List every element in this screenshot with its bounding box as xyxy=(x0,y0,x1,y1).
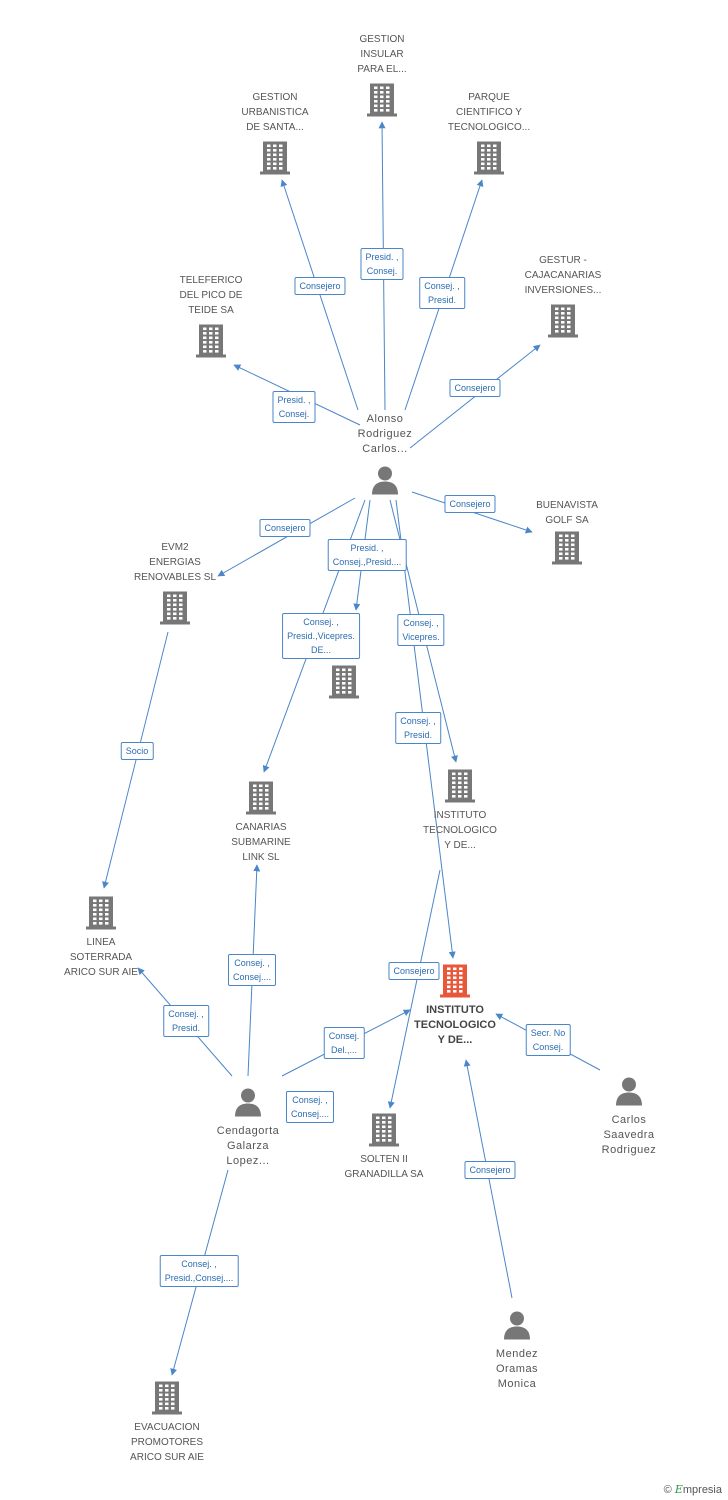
edge-label[interactable]: Consej. , Presid. xyxy=(163,1005,209,1037)
node-label[interactable]: BUENAVISTA GOLF SA xyxy=(536,500,598,526)
building-icon xyxy=(367,83,397,117)
node-label[interactable]: GESTION URBANISTICA DE SANTA... xyxy=(241,92,309,133)
building-icon xyxy=(196,324,226,358)
edge-label[interactable]: Consejero xyxy=(444,495,496,513)
node-label[interactable]: Carlos Saavedra Rodriguez xyxy=(601,1114,657,1156)
edge-label[interactable]: Consej. , Presid.,Vicepres. DE... xyxy=(282,613,360,659)
node-instituto-main[interactable] xyxy=(439,963,471,1004)
node-solten[interactable] xyxy=(368,1112,400,1153)
edge-label[interactable]: Consej. , Presid. xyxy=(395,712,441,744)
building-icon xyxy=(152,1381,182,1415)
node-teleferico[interactable] xyxy=(195,323,227,364)
node-evacuacion[interactable] xyxy=(151,1380,183,1421)
node-carlos-saavedra[interactable] xyxy=(614,1076,644,1111)
edge-label[interactable]: Consejero xyxy=(464,1161,516,1179)
edge-label[interactable]: Socio xyxy=(120,742,154,760)
node-mendez[interactable] xyxy=(502,1310,532,1345)
node-hidden-company[interactable] xyxy=(328,664,360,705)
person-icon xyxy=(616,1077,642,1106)
edge-alonso-to-gestion-urbanistica xyxy=(280,179,359,411)
node-label[interactable]: SOLTEN II GRANADILLA SA xyxy=(344,1154,424,1180)
edge-label[interactable]: Consej. Del.,... xyxy=(323,1027,365,1059)
node-buenavista[interactable] xyxy=(551,530,583,571)
node-cendagorta[interactable] xyxy=(233,1087,263,1122)
node-label[interactable]: EVACUACION PROMOTORES ARICO SUR AIE xyxy=(130,1422,204,1463)
edge-alonso-to-evm2 xyxy=(217,497,356,577)
node-label[interactable]: Cendagorta Galarza Lopez... xyxy=(216,1125,280,1167)
building-icon xyxy=(474,141,504,175)
edge-label[interactable]: Presid. , Consej. xyxy=(272,391,316,423)
node-gestion-insular[interactable] xyxy=(366,82,398,123)
node-gestion-urbanistica[interactable] xyxy=(259,140,291,181)
building-icon xyxy=(260,141,290,175)
node-label[interactable]: TELEFERICO DEL PICO DE TEIDE SA xyxy=(179,275,243,316)
node-label[interactable]: EVM2 ENERGIAS RENOVABLES SL xyxy=(133,542,217,583)
building-icon xyxy=(160,591,190,625)
edge-mendez-to-instituto-main xyxy=(463,1059,513,1299)
node-label[interactable]: LINEA SOTERRADA ARICO SUR AIE xyxy=(64,937,138,978)
building-icon xyxy=(440,964,470,998)
edge-label[interactable]: Presid. , Consej. xyxy=(360,248,404,280)
node-label[interactable]: GESTUR - CAJACANARIAS INVERSIONES... xyxy=(524,255,602,296)
edge-label[interactable]: Consejero xyxy=(388,962,440,980)
node-canarias-submarine[interactable] xyxy=(245,780,277,821)
brand-logo: © Empresia xyxy=(663,1483,722,1496)
node-label[interactable]: INSTITUTO TECNOLOGICO Y DE... xyxy=(414,1004,496,1046)
edge-label[interactable]: Consej. , Consej.... xyxy=(227,954,277,986)
node-label[interactable]: Alonso Rodriguez Carlos... xyxy=(357,413,413,455)
edge-label[interactable]: Consejero xyxy=(259,519,311,537)
building-icon xyxy=(246,781,276,815)
node-parque-cientifico[interactable] xyxy=(473,140,505,181)
node-label[interactable]: INSTITUTO TECNOLOGICO Y DE... xyxy=(423,810,497,851)
edge-label[interactable]: Consejero xyxy=(294,277,346,295)
edge-label[interactable]: Consej. , Presid.,Consej.... xyxy=(159,1255,239,1287)
node-evm2[interactable] xyxy=(159,590,191,631)
node-alonso[interactable] xyxy=(370,465,400,500)
person-icon xyxy=(235,1088,261,1117)
edge-label[interactable]: Consej. , Vicepres. xyxy=(397,614,445,646)
node-gestur[interactable] xyxy=(547,303,579,344)
node-label[interactable]: CANARIAS SUBMARINE LINK SL xyxy=(231,822,291,863)
node-label[interactable]: PARQUE CIENTIFICO Y TECNOLOGICO... xyxy=(447,92,531,133)
edge-evm2-to-linea-soterrada xyxy=(102,631,169,889)
building-icon xyxy=(445,769,475,803)
building-icon xyxy=(548,304,578,338)
node-label[interactable]: Mendez Oramas Monica xyxy=(495,1348,539,1390)
edge-label[interactable]: Secr. No Consej. xyxy=(525,1024,571,1056)
building-icon xyxy=(369,1113,399,1147)
edge-label[interactable]: Presid. , Consej.,Presid.... xyxy=(327,539,407,571)
person-icon xyxy=(504,1311,530,1340)
edge-label[interactable]: Consej. , Consej.... xyxy=(285,1091,335,1123)
node-instituto-1[interactable] xyxy=(444,768,476,809)
node-label[interactable]: GESTION INSULAR PARA EL... xyxy=(357,34,407,75)
building-icon xyxy=(552,531,582,565)
building-icon xyxy=(329,665,359,699)
node-linea-soterrada[interactable] xyxy=(85,895,117,936)
edge-label[interactable]: Consej. , Presid. xyxy=(419,277,465,309)
edge-alonso-to-solten xyxy=(387,869,441,1109)
person-icon xyxy=(372,466,398,495)
edge-label[interactable]: Consejero xyxy=(449,379,501,397)
building-icon xyxy=(86,896,116,930)
